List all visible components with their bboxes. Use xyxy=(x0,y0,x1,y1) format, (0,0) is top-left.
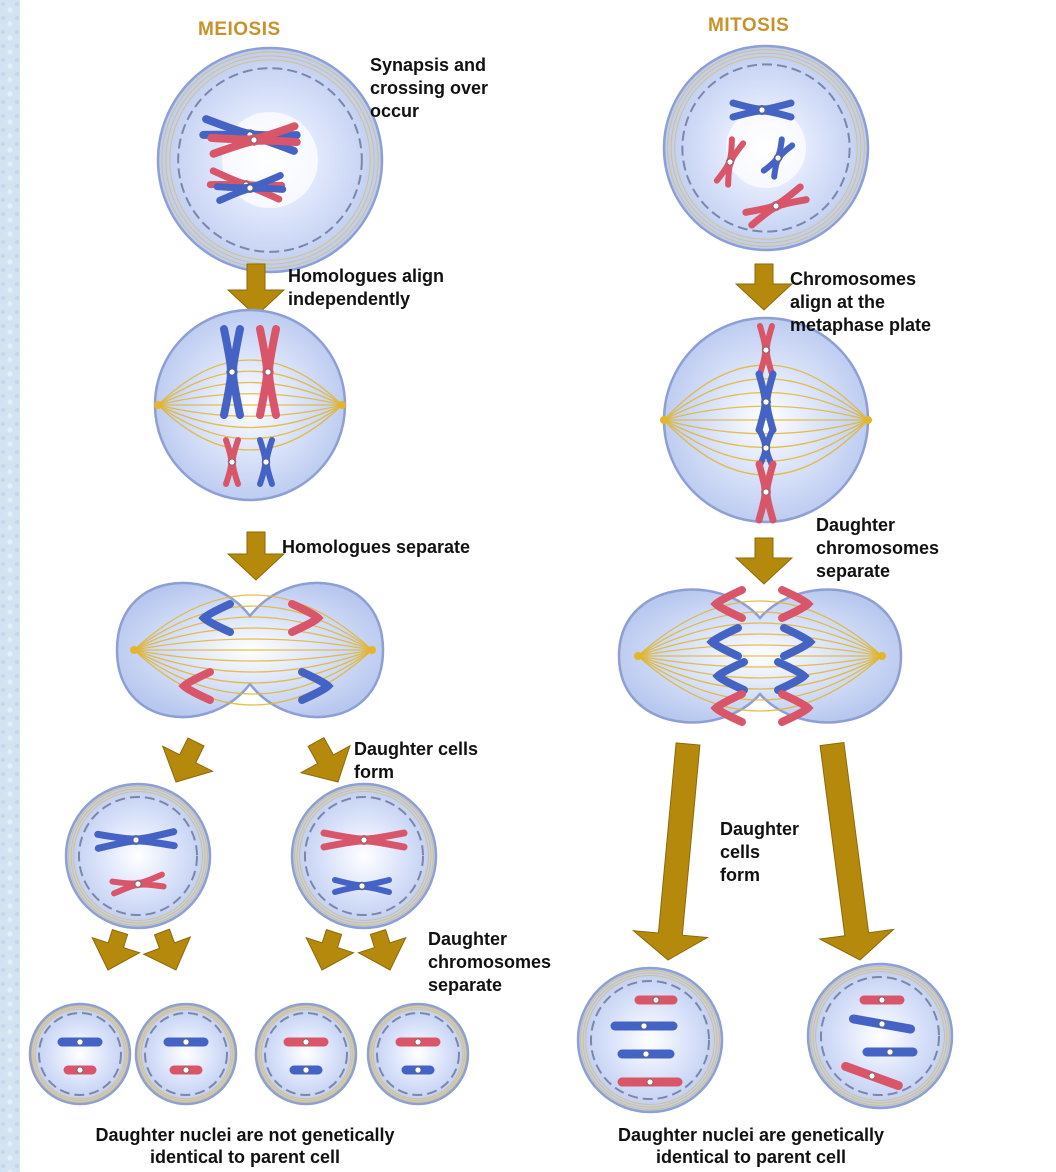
mitosis-step-separate-label: Daughter chromosomes separate xyxy=(816,514,939,583)
chromosome xyxy=(867,1049,913,1055)
mitosis-arrow-2 xyxy=(736,538,792,584)
centromere xyxy=(415,1039,421,1045)
meiosis-arrow-2 xyxy=(228,532,284,580)
meiosis-step-daughter-cells-label: Daughter cells form xyxy=(354,738,478,784)
meiosis-daughter-nucleus xyxy=(368,1004,468,1104)
mitosis-step-daughter-cells-label: Daughter cells form xyxy=(720,818,799,887)
meiosis-daughter-nucleus xyxy=(30,1004,130,1104)
centromere xyxy=(229,369,235,375)
centromere xyxy=(759,107,765,113)
chromatid-chromosome xyxy=(294,1067,318,1073)
mitosis-result-label: Daughter nuclei are genetically identica… xyxy=(558,1124,944,1168)
cell-membrane xyxy=(578,968,722,1112)
meiosis-step-synapsis-label: Synapsis and crossing over occur xyxy=(370,54,488,123)
mitosis-cell-anaphase xyxy=(619,590,901,723)
centriole xyxy=(154,401,162,409)
cell-membrane xyxy=(66,784,210,928)
chromosome xyxy=(622,1079,678,1085)
meiosis-arrow-3b xyxy=(301,738,350,782)
meiosis-arrow-3a xyxy=(163,738,213,782)
centriole xyxy=(338,401,346,409)
centromere xyxy=(763,445,769,451)
centriole xyxy=(864,416,872,424)
centromere xyxy=(763,347,769,353)
meiosis-daughter-nucleus xyxy=(256,1004,356,1104)
centromere xyxy=(265,369,271,375)
chromosome xyxy=(639,997,673,1003)
centromere xyxy=(647,1079,653,1085)
centromere xyxy=(763,489,769,495)
centromere xyxy=(229,459,235,465)
meiosis-arrow-4d xyxy=(359,930,406,970)
chromatid-chromosome xyxy=(400,1039,436,1045)
meiosis-daughter-nucleus xyxy=(136,1004,236,1104)
centromere xyxy=(251,137,258,144)
centromere xyxy=(183,1067,189,1073)
meiosis-heading: MEIOSIS xyxy=(198,18,281,41)
cell-membrane xyxy=(256,1004,356,1104)
meiosis-cell-anaphase xyxy=(117,583,383,717)
meiosis-cell-prophase-ii-left xyxy=(66,784,210,928)
cell-membrane xyxy=(136,1004,236,1104)
chromosome xyxy=(622,1051,670,1057)
cell-membrane xyxy=(368,1004,468,1104)
cell-membrane xyxy=(30,1004,130,1104)
centromere xyxy=(263,459,269,465)
centromere xyxy=(653,997,659,1003)
centromere xyxy=(763,399,769,405)
cell-membrane xyxy=(292,784,436,928)
centromere xyxy=(303,1067,309,1073)
chromosome xyxy=(864,997,900,1003)
diagram-panel: MEIOSIS MITOSIS Synapsis and crossing ov… xyxy=(20,0,1056,1172)
mitosis-daughter-nucleus-right xyxy=(808,964,952,1108)
chromatid-chromosome xyxy=(406,1067,430,1073)
centromere xyxy=(415,1067,421,1073)
meiosis-result-label: Daughter nuclei are not genetically iden… xyxy=(32,1124,458,1168)
chromatid-chromosome xyxy=(62,1039,98,1045)
chromatid-chromosome xyxy=(68,1067,92,1073)
mitosis-step-align-label: Chromosomes align at the metaphase plate xyxy=(790,268,931,337)
centromere xyxy=(641,1023,647,1029)
meiosis-cell-prophase-ii-right xyxy=(292,784,436,928)
centromere xyxy=(77,1039,83,1045)
centriole xyxy=(660,416,668,424)
centromere xyxy=(183,1039,189,1045)
chromosome xyxy=(615,1023,673,1029)
meiosis-step-align-label: Homologues align independently xyxy=(288,265,444,311)
centromere xyxy=(643,1051,649,1057)
centriole xyxy=(130,646,138,654)
chromatid-chromosome xyxy=(174,1067,198,1073)
meiosis-cell-metaphase xyxy=(154,310,346,500)
mitosis-arrow-3b xyxy=(820,743,894,961)
centromere xyxy=(77,1067,83,1073)
mitosis-daughter-nucleus-left xyxy=(578,968,722,1112)
centriole xyxy=(634,652,642,660)
mitosis-arrow-1 xyxy=(736,264,792,310)
centromere xyxy=(303,1039,309,1045)
centromere xyxy=(359,883,365,889)
mitosis-heading: MITOSIS xyxy=(708,14,789,37)
chromatid-chromosome xyxy=(168,1039,204,1045)
mitosis-arrow-3a xyxy=(633,743,707,960)
chromatid-chromosome xyxy=(288,1039,324,1045)
centromere xyxy=(879,997,885,1003)
centromere xyxy=(361,837,367,843)
meiosis-arrow-4b xyxy=(144,929,191,970)
meiosis-step-separate-label: Homologues separate xyxy=(282,536,470,559)
meiosis-arrow-4a xyxy=(92,930,139,970)
cell-membrane xyxy=(808,964,952,1108)
meiosis-step-daughter-chromosomes-label: Daughter chromosomes separate xyxy=(428,928,551,997)
meiosis-arrow-4c xyxy=(306,930,353,970)
centriole xyxy=(878,652,886,660)
centriole xyxy=(368,646,376,654)
centromere xyxy=(133,837,139,843)
centromere xyxy=(887,1049,893,1055)
centromere xyxy=(135,881,142,888)
